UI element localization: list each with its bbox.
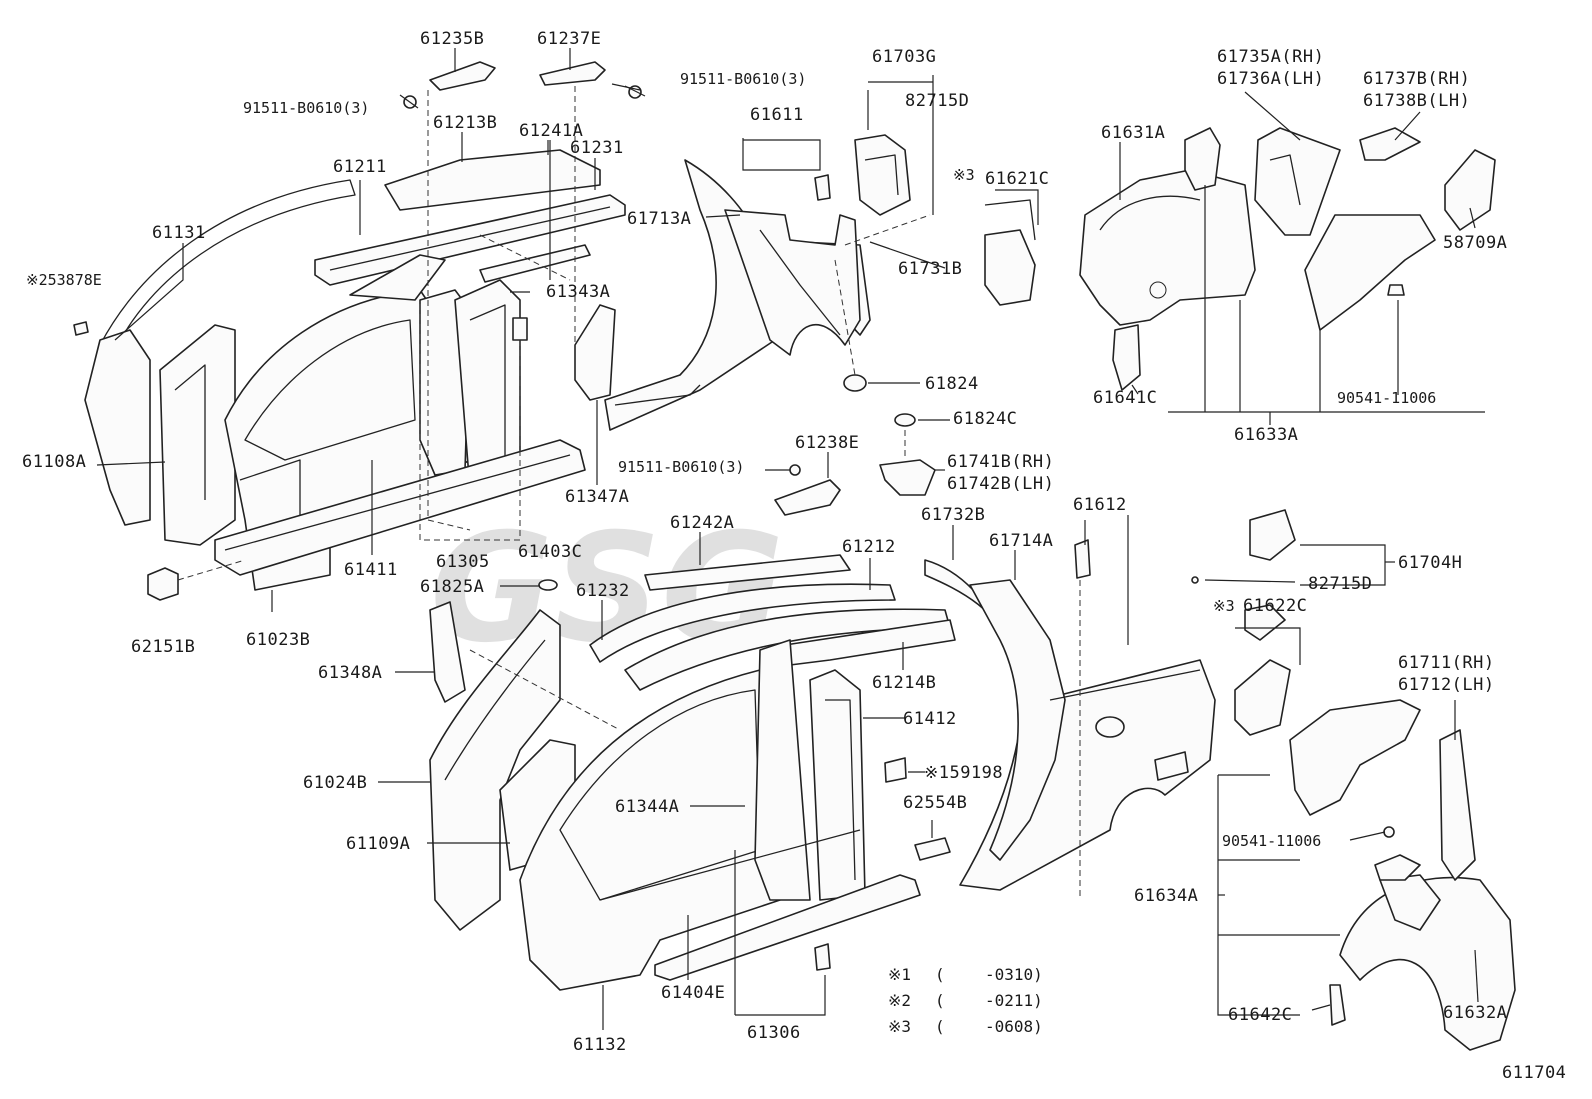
- note-mark-3: ※3: [888, 1017, 911, 1036]
- note-open-3: (: [935, 1017, 945, 1036]
- part-label-61242A: 61242A: [670, 513, 734, 533]
- part-label-159198: ※159198: [924, 763, 1003, 783]
- part-label-61612: 61612: [1073, 495, 1127, 515]
- part-label-61622C-mark: ※3: [1213, 597, 1235, 615]
- part-label-61213B: 61213B: [433, 113, 497, 133]
- part-label-61711: 61711(RH): [1398, 653, 1495, 673]
- part-label-90541-b: 90541-11006: [1222, 832, 1321, 850]
- upper-left-body-side: [73, 48, 646, 612]
- lower-quarter-panel: [879, 413, 1216, 900]
- part-label-61634A: 61634A: [1134, 886, 1198, 906]
- part-label-61241A: 61241A: [519, 121, 583, 141]
- part-label-61622C: 61622C: [1243, 596, 1307, 616]
- part-label-61108A: 61108A: [22, 452, 86, 472]
- note-open-1: (: [935, 965, 945, 984]
- part-label-62554B: 62554B: [903, 793, 967, 813]
- part-label-61714A: 61714A: [989, 531, 1053, 551]
- part-label-61109A: 61109A: [346, 834, 410, 854]
- part-label-61704H: 61704H: [1398, 553, 1462, 573]
- part-label-61621C-mark: ※3: [953, 166, 975, 184]
- part-label-61642C: 61642C: [1228, 1005, 1292, 1025]
- note-range-1: -0310): [985, 965, 1043, 984]
- part-label-61712: 61712(LH): [1398, 675, 1495, 695]
- part-label-61825A: 61825A: [420, 577, 484, 597]
- lower-left-body-side: [378, 452, 956, 1030]
- part-label-61238E: 61238E: [795, 433, 859, 453]
- part-label-61131: 61131: [152, 223, 206, 243]
- part-label-61731B: 61731B: [898, 259, 962, 279]
- part-label-91511-c: 91511-B0610(3): [618, 458, 744, 476]
- part-label-61237E: 61237E: [537, 29, 601, 49]
- part-label-61633A: 61633A: [1234, 425, 1298, 445]
- bolt-icon: [399, 94, 419, 109]
- part-label-61211: 61211: [333, 157, 387, 177]
- part-label-61404E: 61404E: [661, 983, 725, 1003]
- note-mark-2: ※2: [888, 991, 911, 1010]
- part-label-61741B: 61741B(RH): [947, 452, 1054, 472]
- part-label-61412: 61412: [903, 709, 957, 729]
- part-label-61824C: 61824C: [953, 409, 1017, 429]
- part-label-61632A: 61632A: [1443, 1003, 1507, 1023]
- part-label-61306: 61306: [747, 1023, 801, 1043]
- part-label-61343A: 61343A: [546, 282, 610, 302]
- part-label-91511-b: 91511-B0610(3): [680, 70, 806, 88]
- part-label-61736A: 61736A(LH): [1217, 69, 1324, 89]
- part-label-61023B: 61023B: [246, 630, 310, 650]
- note-range-2: -0211): [985, 991, 1043, 1010]
- part-label-82715D-b: 82715D: [1308, 574, 1372, 594]
- part-label-61631A: 61631A: [1101, 123, 1165, 143]
- part-label-62151B: 62151B: [131, 637, 195, 657]
- applicability-notes: ※1 ( -0310) ※2 ( -0211) ※3 ( -0608): [888, 965, 1043, 1036]
- part-labels: 61235B 61237E 91511-B0610(3) 91511-B0610…: [22, 29, 1507, 1055]
- part-label-61703G: 61703G: [872, 47, 936, 67]
- diagram-id: 611704: [1502, 1063, 1566, 1083]
- part-label-61742B: 61742B(LH): [947, 474, 1054, 494]
- part-label-61611: 61611: [750, 105, 804, 125]
- part-label-90541-a: 90541-11006: [1337, 389, 1436, 407]
- upper-wheel-house: [1079, 91, 1496, 425]
- part-label-61713A: 61713A: [627, 209, 691, 229]
- part-label-61641C: 61641C: [1093, 388, 1157, 408]
- note-mark-1: ※1: [888, 965, 911, 984]
- bolt-icon: [789, 464, 801, 476]
- upper-quarter-panel: [604, 75, 1039, 431]
- note-open-2: (: [935, 991, 945, 1010]
- part-label-61132: 61132: [573, 1035, 627, 1055]
- part-label-61735A: 61735A(RH): [1217, 47, 1324, 67]
- part-label-61737B: 61737B(RH): [1363, 69, 1470, 89]
- part-label-61235B: 61235B: [420, 29, 484, 49]
- part-label-61024B: 61024B: [303, 773, 367, 793]
- part-label-61411: 61411: [344, 560, 398, 580]
- part-label-61305: 61305: [436, 552, 490, 572]
- part-label-82715D-a: 82715D: [905, 91, 969, 111]
- part-label-61347A: 61347A: [565, 487, 629, 507]
- part-label-61231: 61231: [570, 138, 624, 158]
- part-label-253878E: ※253878E: [26, 271, 102, 289]
- part-label-61403C: 61403C: [518, 542, 582, 562]
- part-label-58709A: 58709A: [1443, 233, 1507, 253]
- part-label-61738B: 61738B(LH): [1363, 91, 1470, 111]
- lower-wheel-house: [1191, 509, 1516, 1051]
- part-label-61232: 61232: [576, 581, 630, 601]
- note-range-3: -0608): [985, 1017, 1043, 1036]
- part-label-91511-a: 91511-B0610(3): [243, 99, 369, 117]
- part-label-61621C: 61621C: [985, 169, 1049, 189]
- part-label-61214B: 61214B: [872, 673, 936, 693]
- part-label-61824: 61824: [925, 374, 979, 394]
- part-label-61344A: 61344A: [615, 797, 679, 817]
- part-label-61348A: 61348A: [318, 663, 382, 683]
- part-label-61732B: 61732B: [921, 505, 985, 525]
- part-label-61212: 61212: [842, 537, 896, 557]
